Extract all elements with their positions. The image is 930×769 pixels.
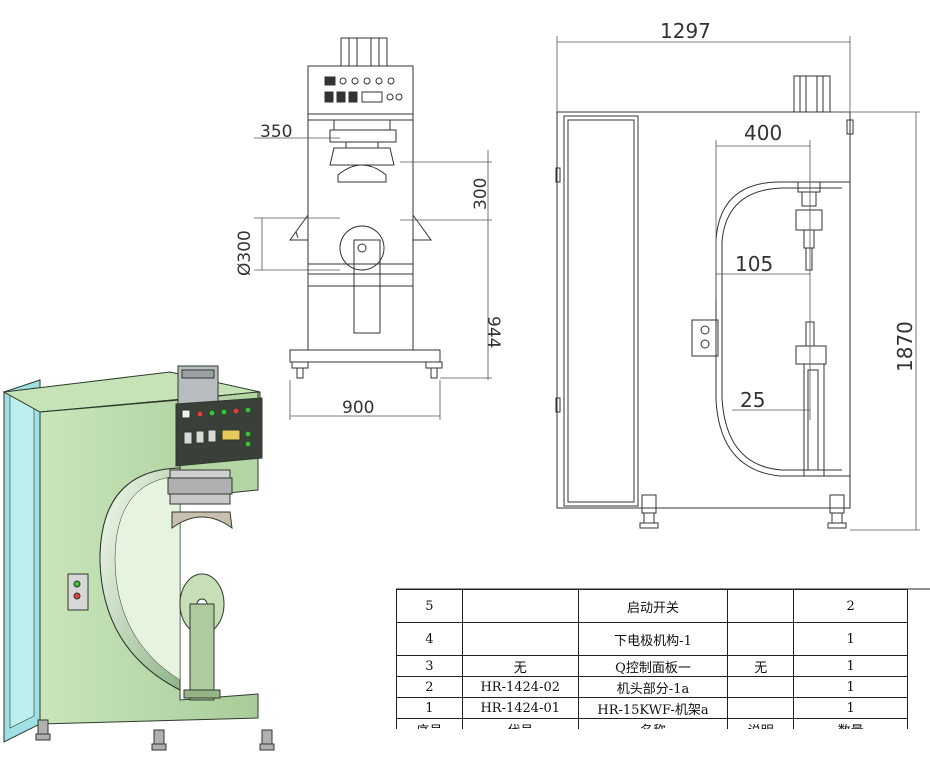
dim-throat-depth: 400 bbox=[744, 121, 782, 145]
bom-code: 无 bbox=[461, 655, 579, 677]
bom-row: 5 启动开关 2 bbox=[396, 589, 908, 623]
bom-header-no: 序号 bbox=[396, 718, 463, 729]
dim-side-height: 1870 bbox=[893, 321, 917, 372]
dim-head-width: 350 bbox=[260, 122, 292, 142]
bom-code bbox=[461, 622, 579, 656]
bom-note bbox=[727, 697, 795, 719]
dim-front-height: 944 bbox=[483, 316, 503, 348]
bom-code bbox=[461, 589, 579, 623]
isometric-view bbox=[2, 365, 275, 751]
bom-note: 无 bbox=[727, 655, 795, 677]
dim-upper-electrode: 105 bbox=[735, 252, 773, 276]
dim-lower-electrode: 25 bbox=[740, 388, 765, 412]
side-dimensions bbox=[556, 36, 920, 531]
bom-note bbox=[727, 589, 795, 623]
bom-header-qty: 数量 bbox=[793, 718, 908, 729]
dim-front-width: 900 bbox=[342, 398, 374, 418]
dim-wheel-diameter: Ø300 bbox=[235, 230, 255, 276]
bom-table-wrapper: 5 启动开关 2 4 下电极机构-1 1 3 无 Q控制面板一 无 1 2 HR… bbox=[396, 589, 911, 729]
bom-name: 下电极机构-1 bbox=[577, 622, 729, 656]
front-view bbox=[289, 37, 443, 379]
bom-qty: 1 bbox=[793, 697, 908, 719]
bom-qty: 1 bbox=[793, 676, 908, 698]
dim-side-width: 1297 bbox=[660, 19, 711, 43]
bom-note bbox=[727, 622, 795, 656]
bom-table: 5 启动开关 2 4 下电极机构-1 1 3 无 Q控制面板一 无 1 2 HR… bbox=[396, 589, 908, 729]
bom-name: 机头部分-1a bbox=[577, 676, 729, 698]
side-view bbox=[555, 75, 854, 529]
bom-row: 1 HR-1424-01 HR-15KWF-机架a 1 bbox=[396, 697, 908, 719]
bom-no: 4 bbox=[396, 622, 463, 656]
bom-note bbox=[727, 676, 795, 698]
bom-header-row: 序号 代号 名称 说明 数量 bbox=[396, 718, 908, 729]
bom-row: 4 下电极机构-1 1 bbox=[396, 622, 908, 656]
bom-qty: 1 bbox=[793, 655, 908, 677]
bom-qty: 1 bbox=[793, 622, 908, 656]
bom-no: 3 bbox=[396, 655, 463, 677]
bom-code: HR-1424-02 bbox=[461, 676, 579, 698]
bom-no: 1 bbox=[396, 697, 463, 719]
bom-name: 启动开关 bbox=[577, 589, 729, 623]
bom-header-note: 说明 bbox=[727, 718, 795, 729]
bom-qty: 2 bbox=[793, 589, 908, 623]
dim-head-stroke: 300 bbox=[471, 178, 491, 210]
bom-row: 2 HR-1424-02 机头部分-1a 1 bbox=[396, 676, 908, 698]
bom-code: HR-1424-01 bbox=[461, 697, 579, 719]
bom-header-code: 代号 bbox=[461, 718, 579, 729]
bom-name: Q控制面板一 bbox=[577, 655, 729, 677]
bom-header-name: 名称 bbox=[577, 718, 729, 729]
bom-row: 3 无 Q控制面板一 无 1 bbox=[396, 655, 908, 677]
bom-no: 2 bbox=[396, 676, 463, 698]
bom-no: 5 bbox=[396, 589, 463, 623]
bom-name: HR-15KWF-机架a bbox=[577, 697, 729, 719]
front-dimensions bbox=[254, 137, 492, 420]
